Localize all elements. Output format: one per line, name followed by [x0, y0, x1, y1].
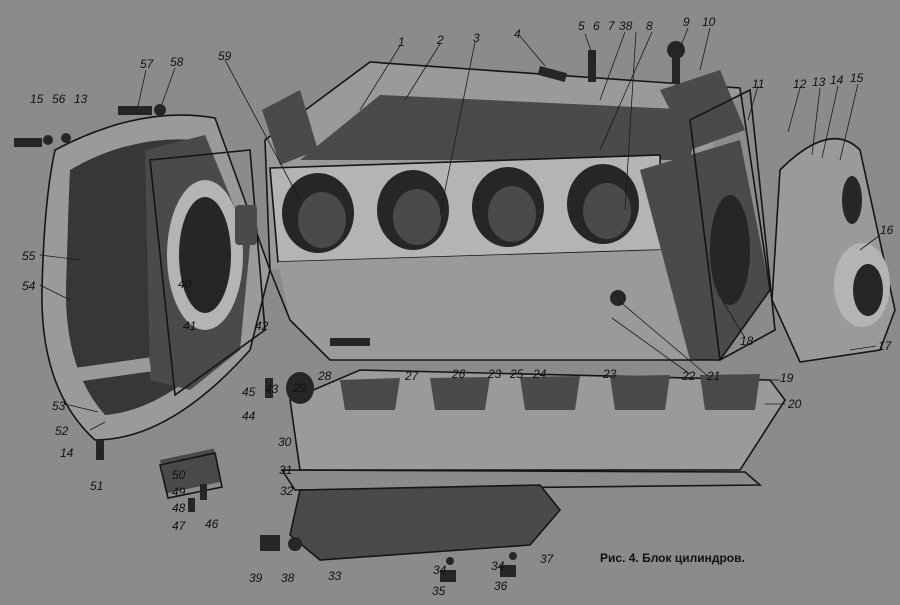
callout-51: 51	[90, 479, 103, 493]
callout-23a: 23	[602, 367, 617, 381]
callout-54: 54	[22, 279, 36, 293]
figure-caption: Рис. 4. Блок цилиндров.	[600, 551, 745, 565]
callout-24: 24	[532, 367, 547, 381]
callout-19: 19	[780, 371, 794, 385]
callout-53: 53	[52, 399, 66, 413]
callout-30: 30	[278, 435, 292, 449]
callout-55: 55	[22, 249, 36, 263]
callout-26: 26	[451, 367, 466, 381]
callout-35: 35	[432, 584, 446, 598]
callout-9: 9	[683, 15, 690, 29]
callout-14b: 14	[60, 446, 74, 460]
callout-8: 8	[646, 19, 653, 33]
callout-56: 56	[52, 92, 66, 106]
callout-11: 11	[752, 77, 764, 91]
callout-14: 14	[830, 73, 844, 87]
callout-25: 25	[509, 367, 524, 381]
callout-16: 16	[880, 223, 894, 237]
callout-58: 58	[170, 55, 184, 69]
callout-47: 47	[172, 519, 187, 533]
callout-10: 10	[702, 15, 716, 29]
callout-42: 42	[255, 319, 269, 333]
callout-59: 59	[218, 49, 232, 63]
callout-12: 12	[793, 77, 807, 91]
front-cover	[771, 137, 896, 363]
callout-32: 32	[280, 484, 294, 498]
callout-4: 4	[514, 27, 521, 41]
callout-39: 39	[249, 571, 263, 585]
callout-20: 20	[787, 397, 802, 411]
callout-15b: 15	[30, 92, 44, 106]
callout-13b: 13	[74, 92, 88, 106]
callout-33: 33	[328, 569, 342, 583]
callout-labels: 1 2 3 4 5 6 7 38 8 9 10 11 12 13 14 15 1…	[22, 15, 894, 598]
callout-29: 29	[292, 381, 307, 395]
callout-6: 6	[593, 19, 600, 33]
callout-57: 57	[140, 57, 155, 71]
callout-52: 52	[55, 424, 69, 438]
callout-34a: 34	[433, 563, 447, 577]
callout-7: 7	[608, 19, 616, 33]
callout-44: 44	[242, 409, 256, 423]
cylinder-block	[262, 61, 776, 362]
callout-15: 15	[850, 71, 864, 85]
leader-lines	[39, 27, 881, 456]
callout-36: 36	[494, 579, 508, 593]
callout-1: 1	[398, 35, 405, 49]
callout-31: 31	[279, 463, 292, 477]
callout-38a: 38	[619, 19, 633, 33]
oil-pan-assembly	[280, 369, 786, 561]
callout-3: 3	[473, 31, 480, 45]
callout-17: 17	[878, 339, 893, 353]
callout-21: 21	[706, 369, 720, 383]
callout-13: 13	[812, 75, 826, 89]
callout-18: 18	[740, 334, 754, 348]
flywheel-housing	[41, 114, 271, 499]
callout-22: 22	[681, 369, 696, 383]
callout-27: 27	[404, 369, 420, 383]
fasteners	[14, 41, 685, 582]
callout-34b: 34	[491, 559, 505, 573]
callout-49: 49	[172, 485, 186, 499]
callout-28: 28	[317, 369, 332, 383]
callout-5: 5	[578, 19, 585, 33]
callout-37: 37	[540, 552, 555, 566]
callout-45: 45	[242, 385, 256, 399]
callout-48: 48	[172, 501, 186, 515]
callout-50: 50	[172, 468, 186, 482]
callout-43: 43	[265, 382, 279, 396]
callout-2: 2	[436, 33, 444, 47]
callout-40: 40	[178, 277, 192, 291]
callout-38b: 38	[281, 571, 295, 585]
callout-41: 41	[183, 319, 196, 333]
callout-46: 46	[205, 517, 219, 531]
callout-23b: 23	[487, 367, 502, 381]
